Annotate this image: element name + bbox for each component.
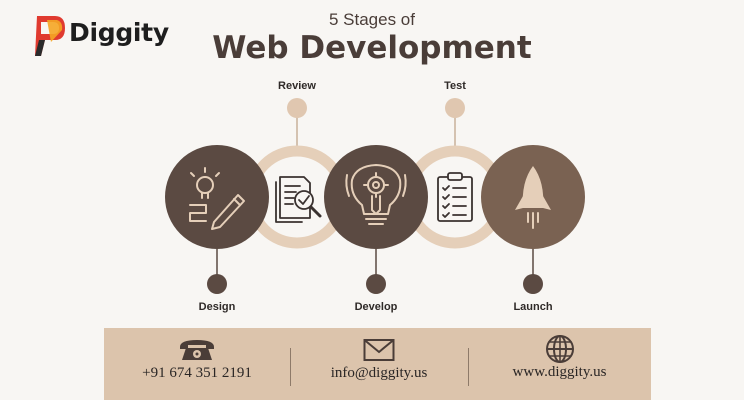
stage-label-test: Test	[444, 80, 466, 92]
stages-diagram	[165, 98, 585, 294]
page-title: Web Development	[212, 30, 532, 66]
stage-label-design: Design	[198, 301, 236, 313]
design-node	[207, 274, 227, 294]
launch-rocket-icon	[515, 166, 551, 229]
email-address: info@diggity.us	[330, 365, 428, 381]
test-clipboard-checklist-icon	[437, 172, 473, 222]
develop-lightbulb-gear-icon	[345, 164, 407, 225]
globe-icon	[545, 335, 574, 363]
design-pencil-bulb-icon	[189, 167, 245, 230]
envelope-icon	[363, 339, 395, 361]
diggity-logo-icon	[35, 16, 65, 56]
design-circle	[165, 145, 269, 249]
footer-divider	[290, 348, 291, 386]
contact-email[interactable]: info@diggity.us	[290, 328, 468, 400]
stage-label-develop: Develop	[354, 301, 398, 313]
brand-name: Diggity	[69, 18, 169, 47]
website-url: www.diggity.us	[512, 364, 607, 380]
contact-footer: +91 674 351 2191 info@diggity.us www.dig…	[104, 328, 651, 400]
develop-node	[366, 274, 386, 294]
stage-label-review: Review	[278, 80, 316, 92]
footer-divider	[468, 348, 469, 386]
contact-web[interactable]: www.diggity.us	[468, 328, 651, 400]
review-document-magnifier-icon	[275, 176, 322, 223]
page-subtitle: 5 Stages of	[328, 10, 415, 29]
launch-node	[523, 274, 543, 294]
contact-phone[interactable]: +91 674 351 2191	[104, 328, 290, 400]
telephone-icon	[180, 340, 214, 360]
phone-number: +91 674 351 2191	[142, 365, 252, 381]
brand-logo: Diggity	[33, 12, 203, 62]
stage-label-launch: Launch	[513, 301, 553, 313]
review-node	[287, 98, 307, 118]
test-node	[445, 98, 465, 118]
